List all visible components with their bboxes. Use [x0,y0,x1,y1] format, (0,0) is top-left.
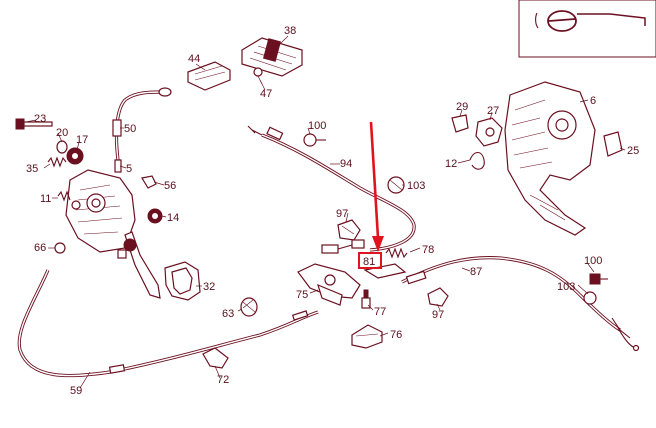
bushing-103a [387,176,405,194]
bushing-103b [583,291,597,305]
washer-20 [56,140,68,154]
rod-end-81 [321,239,365,254]
callout-63: 63 [222,308,234,320]
callout-25: 25 [627,145,639,157]
lever-27 [475,117,503,147]
leader-lines [25,35,626,389]
callout-100a: 100 [308,120,326,132]
callout-75: 75 [296,289,308,301]
callout-72: 72 [217,374,229,386]
callout-87: 87 [470,266,482,278]
bolt-23 [15,118,53,130]
spring-12 [469,151,485,170]
callout-14: 14 [167,212,179,224]
callout-35: 35 [26,163,38,175]
parking-brake-assembly-6 [504,81,596,236]
callout-97a: 97 [336,208,348,220]
callout-103b: 103 [557,281,575,293]
bolt-100b [589,273,608,285]
inset-box [518,0,656,58]
bracket-44 [187,61,231,91]
callout-17: 17 [76,134,88,146]
callout-27: 27 [487,105,499,117]
callout-47: 47 [260,88,272,100]
callout-labels: 38 44 47 50 23 20 17 35 5 56 11 14 66 32… [26,25,639,397]
highlight-arrow [358,121,384,269]
callout-29: 29 [456,101,468,113]
lever-75 [297,263,361,306]
callout-44: 44 [188,53,200,65]
block-81 [363,263,407,279]
connector-97a [337,219,361,241]
callout-20: 20 [56,127,68,139]
callout-38: 38 [284,25,296,37]
bushing-14 [147,208,163,224]
callout-12: 12 [445,158,457,170]
callout-77: 77 [374,306,386,318]
spring-78 [385,247,408,259]
connector-97b [427,287,449,307]
clip-63 [240,297,258,317]
cable-94 [247,125,416,252]
bracket-76 [351,324,383,349]
spring-35 [47,156,67,168]
clip-29 [451,114,469,133]
callout-97b: 97 [432,309,444,321]
callout-6: 6 [590,95,596,107]
callout-66: 66 [34,242,46,254]
callout-103a: 103 [407,180,425,192]
bushing-66 [54,242,66,254]
bolt-77 [361,289,371,309]
cable-59 [17,269,319,378]
callout-81: 81 [363,256,375,268]
callout-5: 5 [126,163,132,175]
cable-87 [401,256,640,352]
callout-11: 11 [40,193,51,205]
bushing-17 [66,147,84,165]
pedal-assembly [65,169,201,301]
cable-50 [112,87,172,161]
bolt-100a [303,133,326,147]
switch-38 [241,37,303,77]
callout-94: 94 [340,158,352,170]
clip-56 [141,175,157,189]
callout-50: 50 [124,123,136,135]
bushing-25 [603,131,623,157]
clip-72 [202,347,229,369]
callout-76: 76 [390,329,402,341]
callout-100b: 100 [584,255,602,267]
callout-59: 59 [70,385,82,397]
callout-56: 56 [164,180,176,192]
parking-brake-symbol-icon [535,10,646,32]
spring-11 [57,190,71,202]
callout-78: 78 [422,244,434,256]
callout-23: 23 [34,113,46,125]
callout-32: 32 [203,281,215,293]
